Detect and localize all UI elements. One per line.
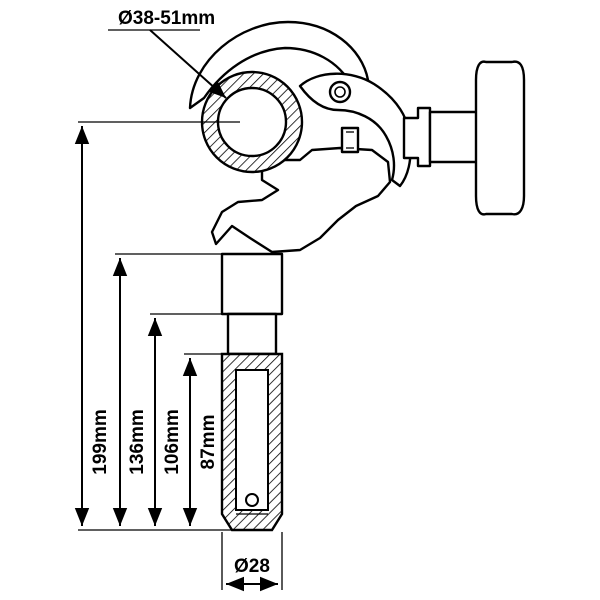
dimension-lines bbox=[74, 29, 283, 592]
clamp-body bbox=[188, 20, 526, 254]
dim-label-106: 106mm bbox=[162, 409, 183, 475]
spigot-diameter-label: Ø28 bbox=[234, 556, 270, 577]
lock-nut-icon bbox=[340, 126, 360, 154]
tube-range-label: Ø38-51mm bbox=[118, 8, 215, 29]
tube-leader-line bbox=[149, 29, 227, 99]
dim-label-136: 136mm bbox=[127, 409, 148, 475]
dim-label-87: 87mm bbox=[198, 415, 219, 470]
dim-label-199: 199mm bbox=[90, 409, 111, 475]
tube-cross-section bbox=[200, 70, 304, 174]
spigot bbox=[220, 252, 284, 532]
tightening-knob-icon bbox=[474, 60, 526, 216]
dimension-labels: Ø38-51mm Ø28 199mm 136mm 106mm 87mm bbox=[90, 8, 270, 577]
